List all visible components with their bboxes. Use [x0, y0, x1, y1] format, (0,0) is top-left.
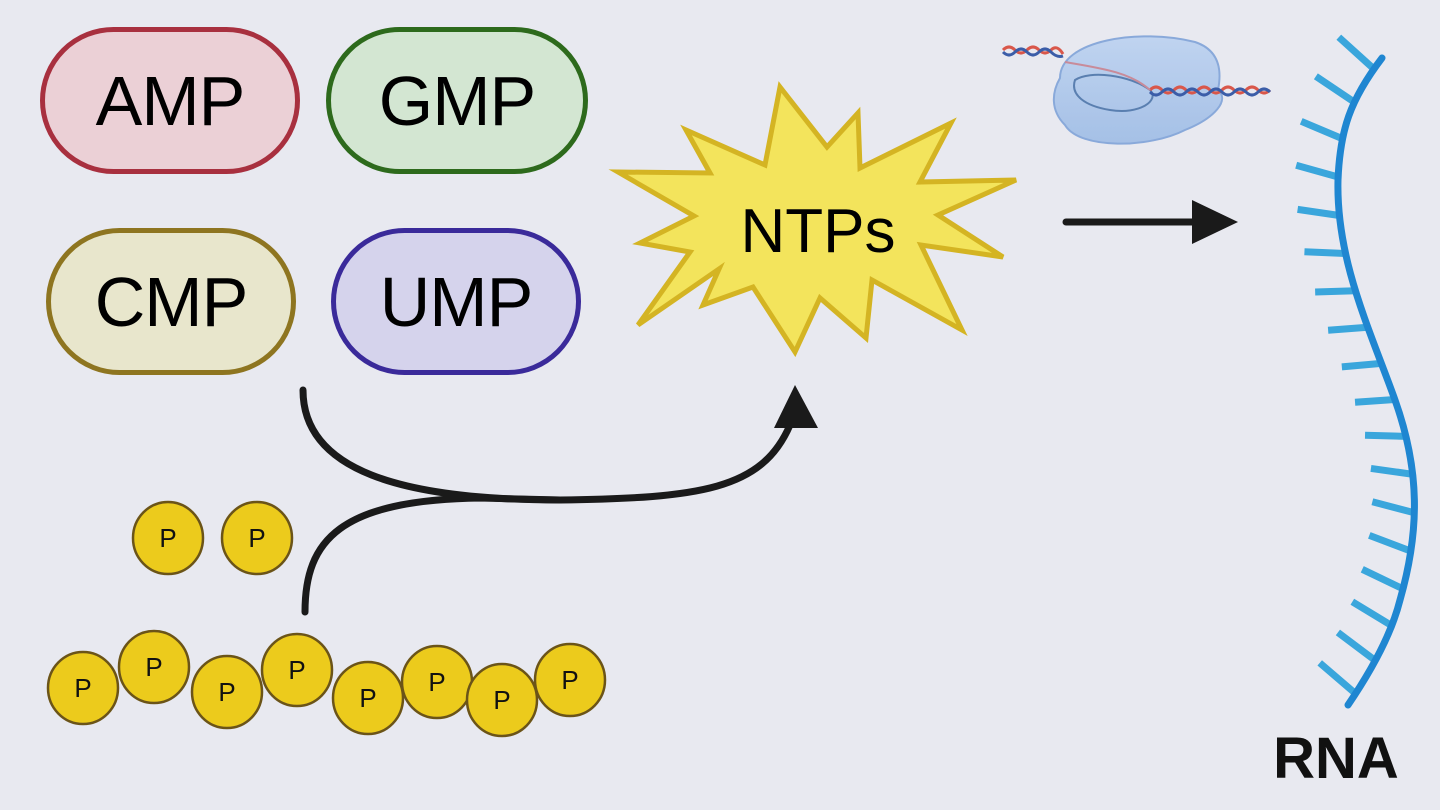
- phosphate-label: P: [493, 685, 510, 715]
- rna-base: [1341, 359, 1382, 371]
- rna-base: [1313, 73, 1357, 106]
- gmp-node: GMP: [326, 27, 588, 174]
- merge-arrow-lower-branch: [301, 494, 564, 616]
- cmp-label: CMP: [94, 262, 249, 341]
- phosphate-label: P: [145, 652, 162, 682]
- amp-label: AMP: [95, 61, 246, 140]
- rna-polymerase-icon: [1001, 35, 1272, 145]
- free-phosphate: P: [220, 500, 294, 576]
- polyphosphate-unit: P: [46, 650, 120, 726]
- rna-base: [1368, 532, 1413, 555]
- merge-arrow: [299, 386, 794, 616]
- phosphate-circle: [131, 500, 205, 576]
- amp-node: AMP: [40, 27, 300, 174]
- free-phosphate: P: [131, 500, 205, 576]
- polyphosphate-unit: P: [260, 632, 334, 708]
- ump-node: UMP: [331, 228, 581, 375]
- merge-arrow-head: [774, 385, 818, 428]
- merge-arrow-shaft: [556, 421, 794, 504]
- phosphate-circle: [46, 650, 120, 726]
- rna-base: [1327, 323, 1369, 334]
- phosphate-label: P: [288, 655, 305, 685]
- ump-label: UMP: [379, 262, 534, 341]
- rna-label: RNA: [1273, 726, 1399, 791]
- phosphate-circle: [117, 629, 191, 705]
- rna-transcript-thread: [1064, 61, 1151, 91]
- polyphosphate-unit: P: [331, 660, 405, 736]
- phosphate-circle: [533, 642, 607, 718]
- phosphate-circle: [465, 662, 539, 738]
- phosphate-circle: [220, 500, 294, 576]
- merge-arrow-upper-branch: [299, 386, 564, 504]
- polyphosphate-unit: P: [533, 642, 607, 718]
- phosphate-circle: [260, 632, 334, 708]
- gmp-label: GMP: [378, 61, 536, 140]
- rna-base: [1317, 660, 1358, 697]
- transcription-arrow-head: [1192, 200, 1238, 244]
- phosphate-label: P: [248, 523, 265, 553]
- phosphate-circle: [190, 654, 264, 730]
- transcription-arrow: [1062, 200, 1238, 244]
- polyphosphate-unit: P: [465, 662, 539, 738]
- rna-strand: [1295, 34, 1418, 709]
- phosphate-label: P: [218, 677, 235, 707]
- ntps-burst: NTPs: [608, 81, 1018, 358]
- rna-base: [1297, 205, 1340, 219]
- dna-strand-blue: [1001, 47, 1272, 97]
- rna-base: [1350, 598, 1394, 629]
- rna-base: [1370, 464, 1414, 478]
- cmp-node: CMP: [46, 228, 296, 375]
- rna-base: [1304, 248, 1346, 258]
- phosphate-label: P: [428, 667, 445, 697]
- phosphate-groups: P P P P P P P P P P: [46, 500, 607, 738]
- rna-base: [1360, 566, 1405, 593]
- rna-base: [1335, 629, 1378, 664]
- rna-base: [1315, 287, 1356, 296]
- phosphate-label: P: [359, 683, 376, 713]
- rna-backbone: [1334, 54, 1418, 709]
- ntps-label: NTPs: [741, 197, 896, 266]
- polymerase-body: [1052, 35, 1224, 145]
- polyphosphate-unit: P: [190, 654, 264, 730]
- rna-base: [1336, 34, 1377, 72]
- polymerase-channel: [1073, 73, 1154, 112]
- rna-base: [1371, 498, 1416, 517]
- phosphate-label: P: [159, 523, 176, 553]
- phosphate-label: P: [561, 665, 578, 695]
- rna-base: [1354, 395, 1396, 406]
- rna-base: [1364, 431, 1407, 440]
- rna-base: [1295, 161, 1340, 181]
- polyphosphate-unit: P: [117, 629, 191, 705]
- ntps-burst-shape: [608, 81, 1018, 358]
- phosphate-label: P: [74, 673, 91, 703]
- polyphosphate-unit: P: [400, 644, 474, 720]
- rna-base: [1299, 118, 1344, 142]
- phosphate-circle: [331, 660, 405, 736]
